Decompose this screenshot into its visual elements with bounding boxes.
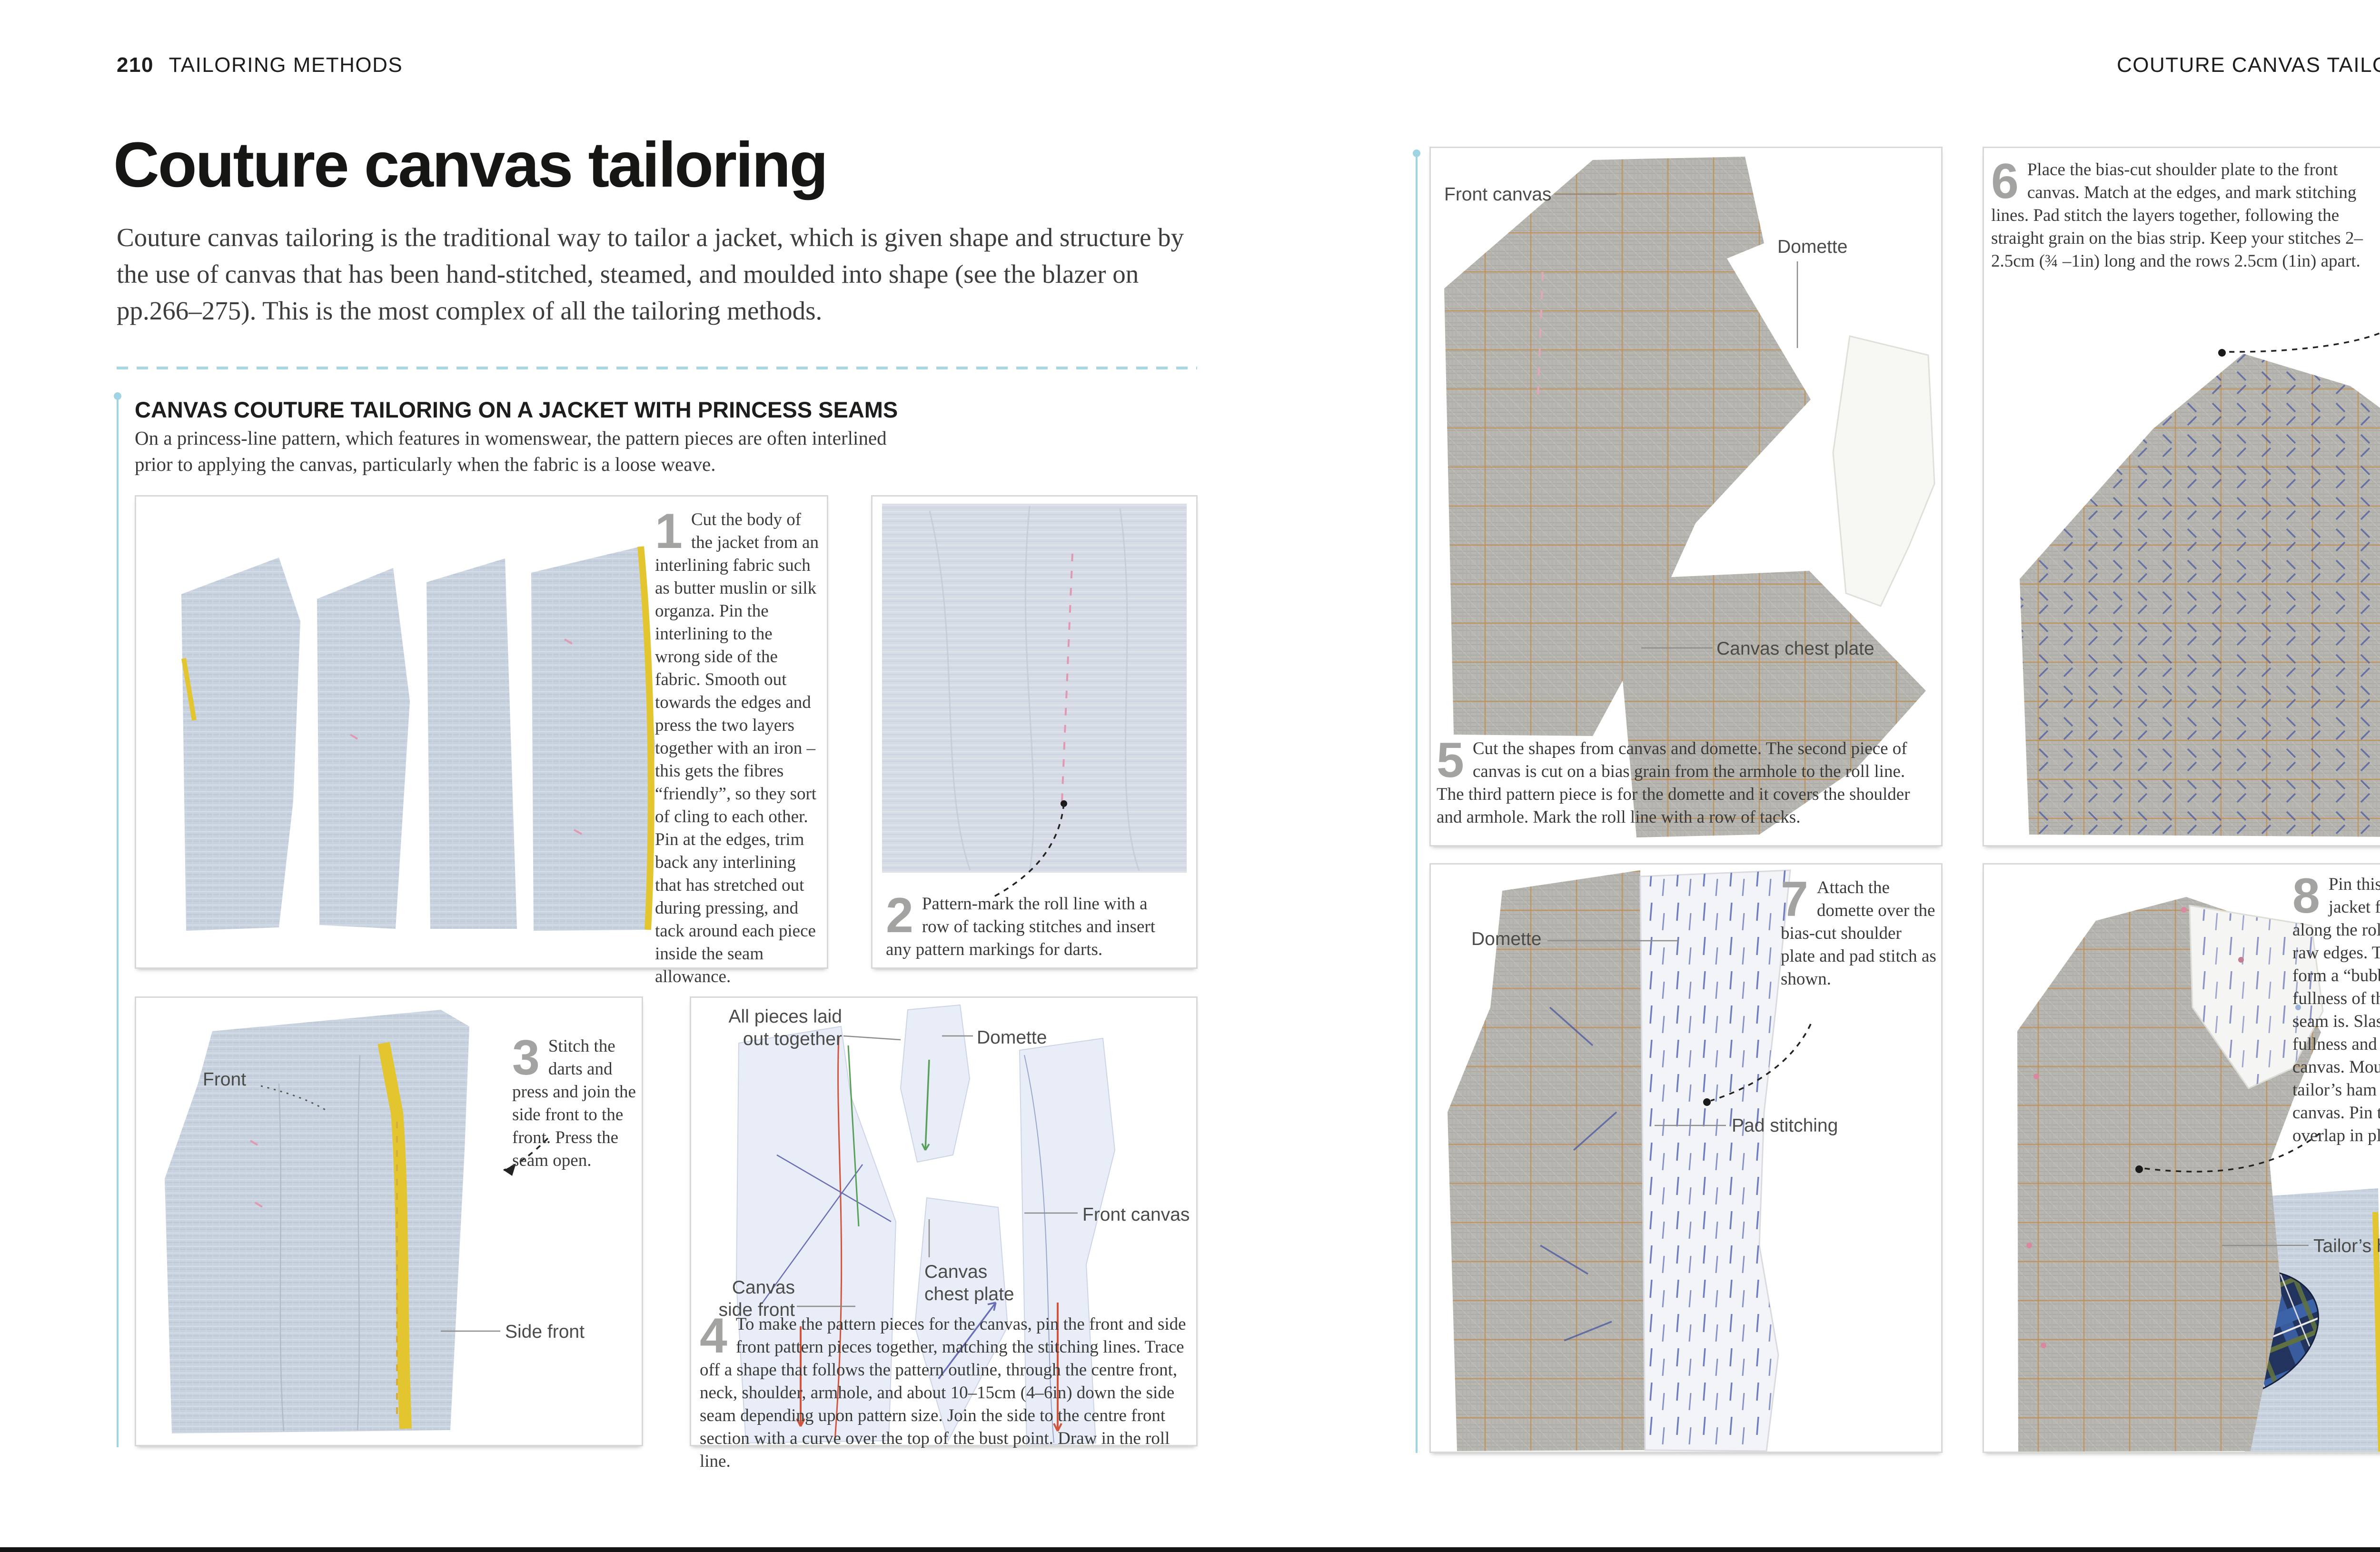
step-1-text: Cut the body of the jacket from an inter… (655, 510, 819, 986)
step6-photo-pad-stitched-plate (2020, 332, 2380, 837)
dashed-divider (117, 367, 1197, 369)
step5-panel: Front canvas Domette Canvas chest plate … (1429, 147, 1943, 846)
front-canvas-label-p4: Front canvas (1082, 1204, 1190, 1225)
left-section-title: TAILORING METHODS (169, 53, 403, 77)
canvas-chest-plate-label-p4: Canvas chest plate (924, 1262, 1014, 1304)
domette-label-p7: Domette (1471, 929, 1542, 949)
step3-photo-joined-front (165, 1010, 549, 1433)
step2-photo-rolline-marked (882, 504, 1187, 898)
domette-label-p5: Domette (1777, 237, 1848, 257)
step4-photo-canvas-patterns (735, 1004, 1116, 1445)
step-7-text: Attach the domette over the bias-cut sho… (1781, 878, 1936, 989)
accent-line-right (1416, 155, 1418, 1453)
step-2-number: 2 (886, 888, 913, 943)
left-page-number: 210 (117, 53, 154, 77)
step-2-text: Pattern-mark the roll line with a row of… (886, 894, 1155, 959)
pad-stitching-label: Pad stitching (1732, 1115, 1838, 1136)
front-label: Front (203, 1069, 247, 1090)
intro-paragraph: Couture canvas tailoring is the traditio… (117, 223, 1184, 325)
step-4-number: 4 (700, 1308, 727, 1363)
step-8-number: 8 (2292, 868, 2320, 924)
step-7-number: 7 (1781, 872, 1808, 927)
page-title: Couture canvas tailoring (113, 129, 828, 200)
step8-photo-pinned-canvas-ham (2017, 897, 2380, 1452)
tailors-ham-label: Tailor’s ham (2313, 1236, 2380, 1256)
step-5-text: Cut the shapes from canvas and domette. … (1437, 739, 1910, 827)
side-front-label: Side front (505, 1322, 585, 1342)
page-bottom-edge (0, 1547, 2380, 1552)
step-1-number: 1 (655, 504, 683, 559)
step-6-text: Place the bias-cut shoulder plate to the… (1991, 160, 2363, 271)
domette-label-p4: Domette (977, 1027, 1047, 1048)
step-5-number: 5 (1437, 733, 1464, 788)
accent-line-left (117, 398, 119, 1447)
step-4-text: To make the pattern pieces for the canva… (700, 1314, 1186, 1471)
feature-subheading: On a princess-line pattern, which featur… (135, 427, 887, 475)
step1-photo-interlined-pieces (181, 546, 655, 931)
step-8-text: Pin this piece to the jacket front. Matc… (2292, 875, 2380, 1145)
step-3-text: Stitch the darts and press and join the … (512, 1036, 636, 1170)
accent-dot-left (114, 392, 121, 400)
right-section-title: COUTURE CANVAS TAILORING (2117, 53, 2380, 77)
step7-photo-domette-pad-stitch (1448, 869, 1812, 1452)
right-running-head: COUTURE CANVAS TAILORING 211 (2117, 53, 2380, 77)
left-running-head: 210 TAILORING METHODS (117, 53, 403, 77)
step-3-number: 3 (512, 1030, 540, 1085)
all-pieces-label: All pieces laid out together (728, 1006, 842, 1049)
step4-panel: All pieces laid out together Domette Fro… (690, 996, 1198, 1471)
step-6-number: 6 (1991, 154, 2019, 209)
accent-dot-right (1413, 149, 1420, 157)
front-canvas-label-p5: Front canvas (1444, 184, 1552, 205)
canvas-chest-plate-label-p5: Canvas chest plate (1716, 638, 1874, 659)
step5-photo-cut-canvas-domette (1444, 157, 1935, 837)
feature-heading: CANVAS COUTURE TAILORING ON A JACKET WIT… (135, 397, 898, 422)
canvas-side-front-label: Canvas side front (718, 1277, 795, 1320)
